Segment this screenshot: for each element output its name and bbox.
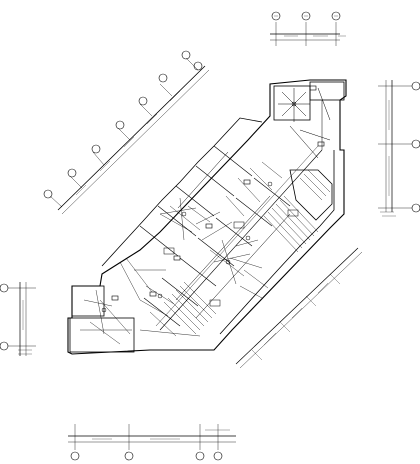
grid-bubble xyxy=(181,50,191,60)
light-fixture-symbol xyxy=(101,307,107,313)
grid-bubble xyxy=(193,61,203,71)
grid-bubble xyxy=(213,451,223,461)
equipment-symbol xyxy=(233,221,245,229)
grid-bubble xyxy=(411,203,420,213)
panel-symbol xyxy=(243,179,251,185)
upper-left-diagonal-grid-row xyxy=(49,57,210,215)
upper-left-grid-bubbles xyxy=(43,50,203,199)
light-fixture-symbol xyxy=(245,235,251,241)
panel-symbol xyxy=(309,85,317,91)
grid-bubble xyxy=(70,451,80,461)
light-fixture-symbol xyxy=(157,293,163,299)
panel-symbol xyxy=(205,223,213,229)
grid-bubble xyxy=(115,120,125,130)
light-fixture-symbol xyxy=(291,101,297,107)
grid-bubble xyxy=(91,144,101,154)
top-right-dimension-key xyxy=(270,22,346,46)
wiring-runs xyxy=(80,87,331,345)
light-fixture-symbol xyxy=(267,181,273,187)
equipment-symbol xyxy=(287,209,299,217)
lower-right-diagonal-dimension xyxy=(235,247,363,369)
grid-bubble xyxy=(301,11,311,21)
grid-bubble xyxy=(67,168,77,178)
panel-symbol xyxy=(111,295,119,301)
bottom-grid-bubbles xyxy=(70,451,223,461)
grid-bubble xyxy=(158,73,168,83)
grid-bubble xyxy=(411,81,420,91)
grid-bubble xyxy=(0,341,9,351)
grid-bubble xyxy=(124,451,134,461)
right-dimension-column xyxy=(378,80,412,217)
equipment-symbol xyxy=(209,299,221,307)
left-grid-bubbles xyxy=(0,283,9,351)
left-dimension-column xyxy=(8,282,36,356)
grid-bubble xyxy=(138,96,148,106)
top-right-grid-bubbles xyxy=(271,11,341,21)
light-fixture-symbol xyxy=(225,259,231,265)
light-fixture-symbol xyxy=(181,211,187,217)
panel-symbol xyxy=(173,255,181,261)
stair-hatching xyxy=(163,169,331,335)
panel-symbol xyxy=(149,291,157,297)
fixture-symbols xyxy=(101,85,325,313)
grid-bubble xyxy=(271,11,281,21)
grid-bubble xyxy=(331,11,341,21)
grid-bubble xyxy=(0,283,9,293)
room-dividers xyxy=(139,145,291,327)
building-outline xyxy=(67,79,347,355)
equipment-symbol xyxy=(163,247,175,255)
right-grid-bubbles xyxy=(411,81,420,213)
bottom-dimension-row xyxy=(68,424,236,450)
panel-symbol xyxy=(317,141,325,147)
grid-bubble xyxy=(43,189,53,199)
grid-bubble xyxy=(195,451,205,461)
grid-bubble xyxy=(411,139,420,149)
